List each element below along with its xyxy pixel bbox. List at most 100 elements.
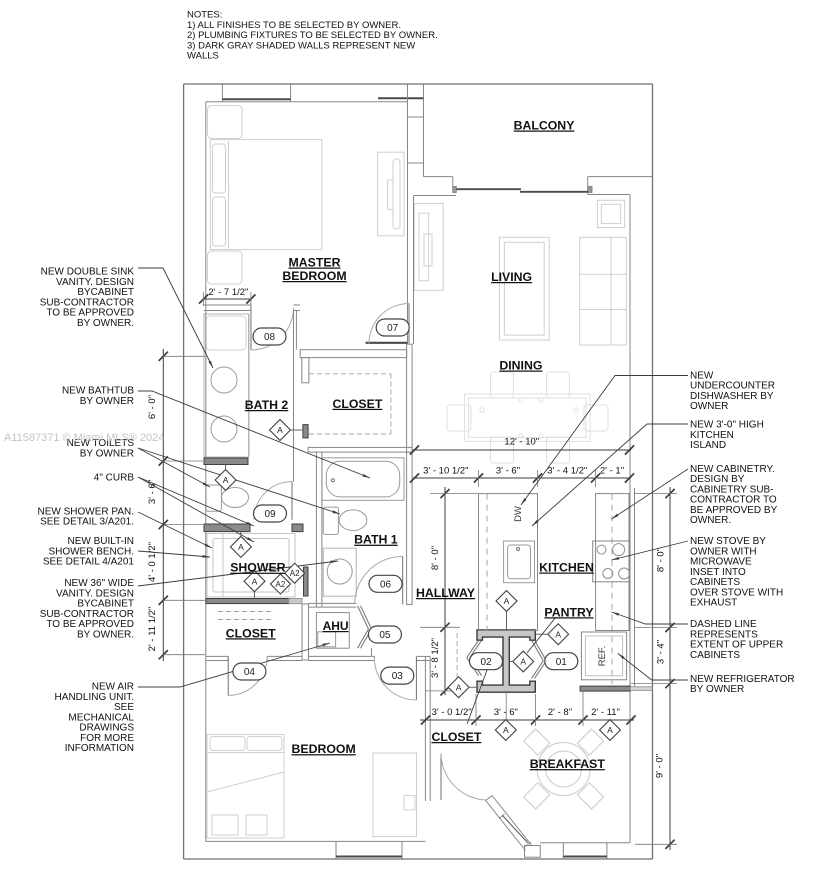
svg-text:KITCHEN: KITCHEN	[690, 430, 734, 441]
svg-text:1) ALL FINISHES TO BE SELECTED: 1) ALL FINISHES TO BE SELECTED BY OWNER.	[187, 20, 401, 31]
svg-text:BATH 1: BATH 1	[354, 533, 398, 547]
svg-text:SUB-CONTRACTOR: SUB-CONTRACTOR	[40, 609, 134, 620]
svg-text:SUB-CONTRACTOR: SUB-CONTRACTOR	[40, 297, 134, 308]
svg-text:A: A	[252, 576, 258, 586]
svg-text:WALLS: WALLS	[187, 51, 219, 62]
svg-text:02: 02	[480, 657, 492, 668]
svg-text:3' - 6": 3' - 6"	[494, 707, 518, 718]
svg-text:4" CURB: 4" CURB	[94, 473, 135, 484]
svg-text:ISLAND: ISLAND	[690, 440, 726, 451]
svg-text:8' - 0": 8' - 0"	[430, 546, 441, 570]
svg-text:3) DARK GRAY SHADED WALLS REPR: 3) DARK GRAY SHADED WALLS REPRESENT NEW	[187, 40, 415, 51]
svg-text:UNDERCOUNTER: UNDERCOUNTER	[690, 381, 775, 392]
svg-text:REF.: REF.	[597, 646, 608, 667]
svg-text:VANITY. DESIGN: VANITY. DESIGN	[56, 277, 134, 288]
svg-text:03: 03	[392, 671, 404, 682]
svg-text:BYCABINET: BYCABINET	[77, 287, 134, 298]
svg-text:CLOSET: CLOSET	[332, 397, 382, 411]
svg-text:DRAWINGS: DRAWINGS	[79, 723, 134, 734]
svg-text:SHOWER: SHOWER	[230, 561, 285, 575]
svg-text:CABINETS: CABINETS	[690, 577, 740, 588]
svg-text:BY OWNER.: BY OWNER.	[77, 318, 134, 329]
svg-text:BY OWNER.: BY OWNER.	[77, 629, 134, 640]
svg-text:BY OWNER: BY OWNER	[80, 396, 134, 407]
svg-text:04: 04	[244, 667, 256, 678]
svg-text:12' - 10": 12' - 10"	[504, 437, 539, 448]
svg-text:MICROWAVE: MICROWAVE	[690, 557, 752, 568]
svg-text:BEDROOM: BEDROOM	[282, 269, 346, 283]
svg-text:NEW BUILT-IN: NEW BUILT-IN	[68, 536, 134, 547]
svg-text:09: 09	[264, 509, 276, 520]
svg-text:CLOSET: CLOSET	[226, 626, 276, 640]
svg-text:6' - 0": 6' - 0"	[147, 395, 158, 419]
svg-text:EXHAUST: EXHAUST	[690, 598, 737, 609]
svg-text:NEW 36" WIDE: NEW 36" WIDE	[64, 578, 134, 589]
svg-text:OVER STOVE WITH: OVER STOVE WITH	[690, 587, 783, 598]
svg-text:A: A	[277, 425, 283, 435]
svg-text:DISHWASHER BY: DISHWASHER BY	[690, 391, 774, 402]
svg-text:BEDROOM: BEDROOM	[291, 742, 355, 756]
svg-text:A: A	[607, 725, 613, 735]
svg-text:MECHANICAL: MECHANICAL	[68, 712, 134, 723]
svg-text:BE APPROVED BY: BE APPROVED BY	[690, 505, 778, 516]
svg-text:OWNER.: OWNER.	[690, 515, 731, 526]
svg-text:FOR MORE: FOR MORE	[80, 733, 134, 744]
svg-text:OWNER: OWNER	[690, 401, 728, 412]
svg-text:CONTRACTOR TO: CONTRACTOR TO	[690, 495, 777, 506]
svg-text:NEW TOILETS: NEW TOILETS	[67, 438, 135, 449]
svg-text:OWNER WITH: OWNER WITH	[690, 546, 757, 557]
svg-text:A: A	[520, 657, 526, 667]
svg-text:DINING: DINING	[499, 359, 542, 373]
svg-text:SEE DETAIL 4/A201: SEE DETAIL 4/A201	[43, 557, 135, 568]
svg-text:A2: A2	[276, 580, 286, 589]
svg-text:2' - 7 1/2": 2' - 7 1/2"	[208, 287, 248, 298]
svg-text:A: A	[504, 596, 510, 606]
svg-text:3' - 6": 3' - 6"	[496, 466, 520, 477]
svg-text:A11587371 © Miami MLS® 2024: A11587371 © Miami MLS® 2024	[4, 432, 164, 444]
svg-text:NEW AIR: NEW AIR	[92, 682, 134, 693]
svg-text:4' - 0 1/2": 4' - 0 1/2"	[147, 542, 158, 582]
svg-text:A: A	[456, 682, 462, 692]
svg-text:A: A	[503, 725, 509, 735]
svg-text:NEW: NEW	[690, 370, 714, 381]
svg-text:BY OWNER: BY OWNER	[690, 684, 744, 695]
svg-text:A: A	[555, 629, 561, 639]
svg-text:BY OWNER: BY OWNER	[80, 448, 134, 459]
svg-text:BATH 2: BATH 2	[245, 398, 289, 412]
svg-text:TO BE APPROVED: TO BE APPROVED	[46, 619, 134, 630]
svg-text:SHOWER BENCH.: SHOWER BENCH.	[48, 546, 134, 557]
svg-text:2' - 1": 2' - 1"	[600, 466, 624, 477]
svg-text:BREAKFAST: BREAKFAST	[530, 757, 606, 771]
svg-text:3' - 10 1/2": 3' - 10 1/2"	[423, 466, 468, 477]
svg-text:A: A	[238, 542, 244, 552]
svg-text:NEW CABINETRY.: NEW CABINETRY.	[690, 464, 775, 475]
svg-text:LIVING: LIVING	[491, 270, 532, 284]
svg-text:06: 06	[380, 579, 392, 590]
svg-text:NEW 3'-0" HIGH: NEW 3'-0" HIGH	[690, 420, 764, 431]
svg-text:REPRESENTS: REPRESENTS	[690, 629, 758, 640]
svg-text:2) PLUMBING FIXTURES TO BE SEL: 2) PLUMBING FIXTURES TO BE SELECTED BY O…	[187, 30, 438, 41]
svg-text:NEW STOVE BY: NEW STOVE BY	[690, 536, 766, 547]
svg-text:08: 08	[264, 332, 276, 343]
svg-text:3' - 4": 3' - 4"	[656, 640, 667, 664]
svg-text:3' - 4 1/2": 3' - 4 1/2"	[547, 466, 587, 477]
svg-text:CABINETS: CABINETS	[690, 650, 740, 661]
svg-text:8' - 0": 8' - 0"	[656, 548, 667, 572]
svg-text:VANITY. DESIGN: VANITY. DESIGN	[56, 588, 134, 599]
svg-text:BALCONY: BALCONY	[514, 119, 575, 133]
svg-text:DESIGN BY: DESIGN BY	[690, 474, 745, 485]
svg-text:EXTENT OF UPPER: EXTENT OF UPPER	[690, 640, 783, 651]
svg-text:DW: DW	[513, 506, 524, 522]
svg-text:05: 05	[379, 630, 391, 641]
svg-text:2' - 8": 2' - 8"	[548, 707, 572, 718]
svg-text:A: A	[223, 475, 229, 485]
svg-text:SEE DETAIL 3/A201.: SEE DETAIL 3/A201.	[40, 517, 134, 528]
svg-text:BYCABINET: BYCABINET	[77, 599, 134, 610]
svg-text:NEW SHOWER PAN.: NEW SHOWER PAN.	[38, 506, 134, 517]
svg-text:NOTES:: NOTES:	[187, 10, 222, 21]
svg-text:SEE: SEE	[114, 702, 134, 713]
svg-text:CABINETRY SUB-: CABINETRY SUB-	[690, 484, 774, 495]
svg-text:2' - 11 1/2": 2' - 11 1/2"	[147, 607, 158, 652]
svg-text:NEW DOUBLE SINK: NEW DOUBLE SINK	[41, 267, 135, 278]
svg-text:NEW REFRIGERATOR: NEW REFRIGERATOR	[690, 674, 795, 685]
